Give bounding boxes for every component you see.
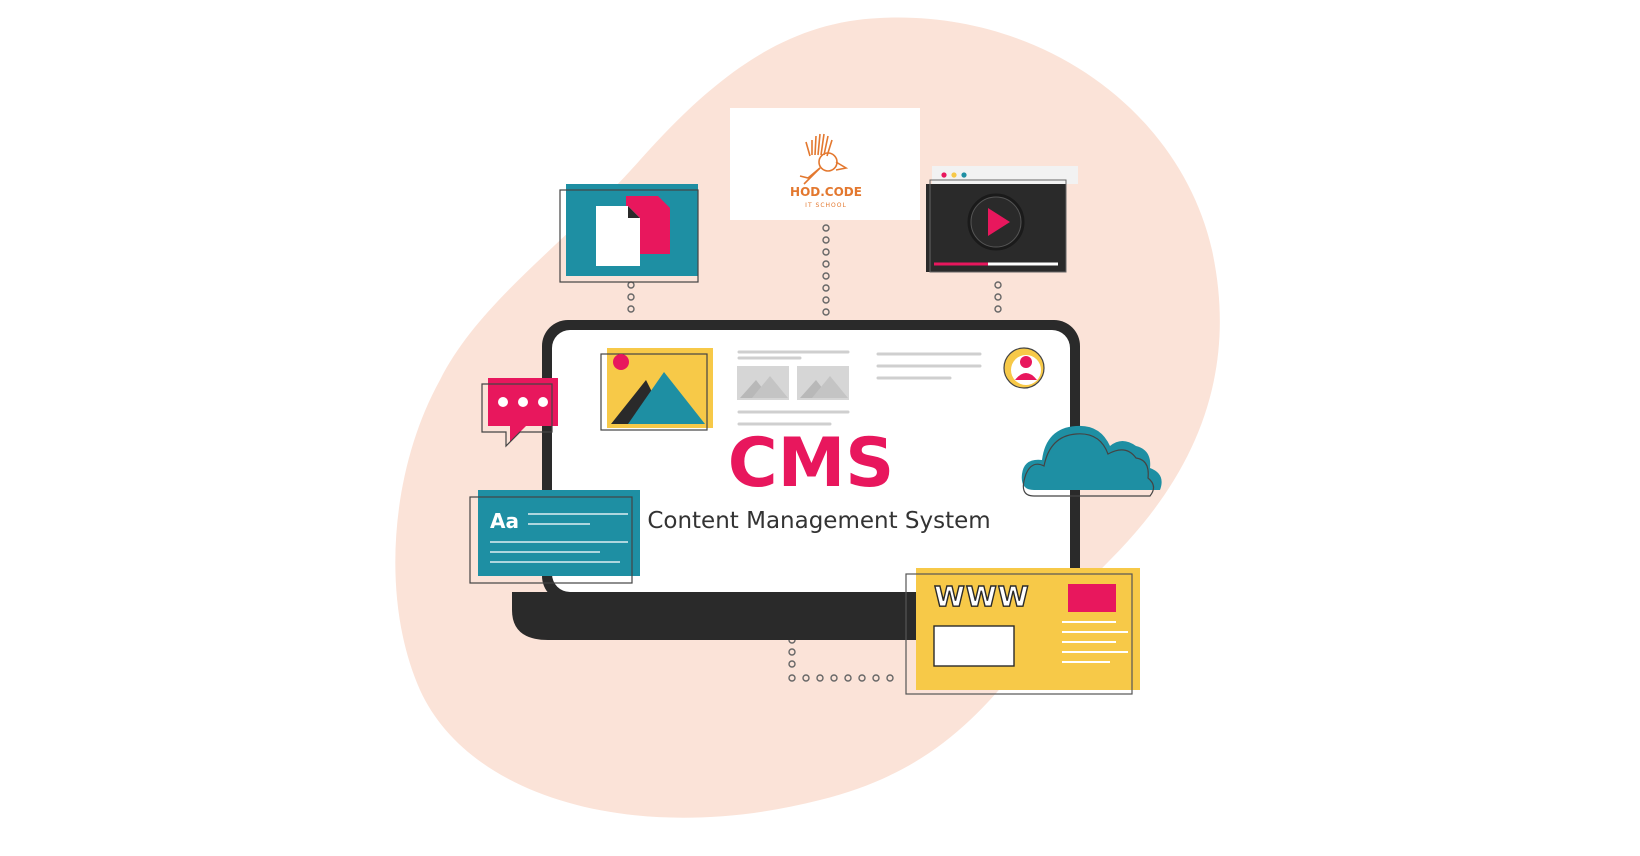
text-editor-icon: Aa bbox=[469, 490, 640, 584]
cms-title: CMS bbox=[728, 424, 895, 503]
documents-icon bbox=[559, 184, 699, 283]
cms-subtitle: Content Management System bbox=[647, 508, 990, 534]
video-player-icon bbox=[926, 166, 1078, 273]
bird-logo-icon bbox=[799, 133, 849, 185]
content-placeholders bbox=[737, 350, 982, 426]
connector-logo bbox=[822, 224, 830, 316]
play-icon bbox=[988, 208, 1010, 236]
cloud-icon bbox=[1021, 425, 1162, 497]
connectors bbox=[627, 224, 1002, 682]
web-label: WWW bbox=[934, 580, 1030, 613]
logo-tagline: IT SCHOOL bbox=[805, 202, 847, 209]
web-page-icon: WWW bbox=[905, 568, 1140, 695]
user-avatar-icon bbox=[1003, 347, 1045, 389]
image-icon bbox=[600, 348, 713, 431]
logo-card: HOD.CODE IT SCHOOL bbox=[730, 108, 920, 220]
connector-video bbox=[994, 281, 1002, 313]
typography-sample: Aa bbox=[490, 509, 519, 533]
chat-bubble-icon bbox=[481, 378, 558, 448]
connector-web bbox=[788, 636, 894, 682]
logo-brand: HOD.CODE bbox=[790, 185, 862, 199]
